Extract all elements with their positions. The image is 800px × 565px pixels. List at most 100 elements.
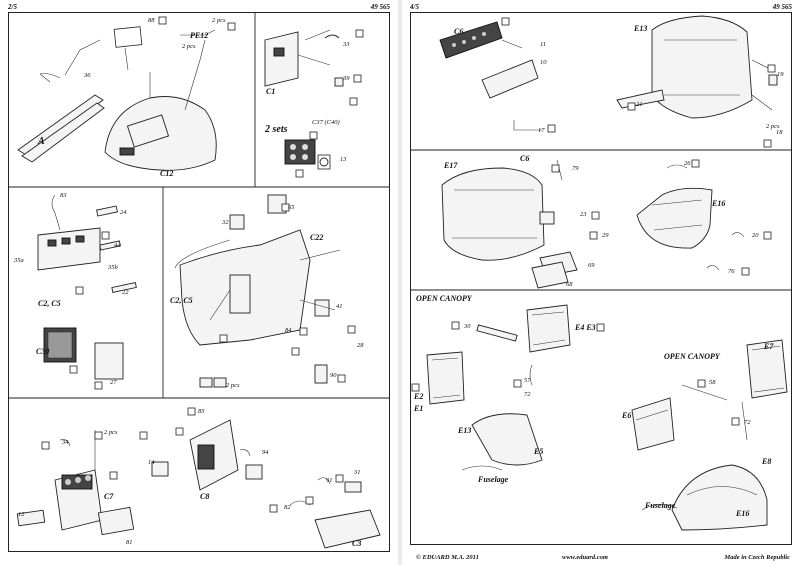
gauge-panel-c37-drawing	[284, 131, 331, 178]
part-c30-label: C30	[36, 347, 50, 356]
part-number-label: 35a	[14, 257, 24, 264]
part-number-label: 12	[18, 511, 25, 518]
part-number-label: 44	[114, 242, 121, 249]
part-number-label: 32	[222, 219, 229, 226]
part-e8-label: E8	[762, 457, 772, 466]
part-number-label: 27	[110, 379, 117, 386]
part-number-label: 90	[330, 372, 337, 379]
part-number-label: 26	[684, 160, 691, 167]
page-gutter	[398, 0, 402, 565]
part-e7-label: E7	[764, 342, 774, 351]
sets-label: 2 sets	[265, 124, 288, 135]
part-number-label: 36	[84, 72, 91, 79]
made-in: Made in Czech Republic	[724, 554, 790, 561]
part-e17-label: E17	[444, 161, 458, 170]
open-canopy-left-drawing	[411, 304, 605, 471]
part-number-label: 28	[357, 342, 364, 349]
part-pe12-label: PE12	[190, 31, 209, 40]
part-number-label: 17	[538, 127, 545, 134]
part-number-label: 18	[776, 129, 783, 136]
open-canopy-right-drawing	[631, 339, 788, 531]
part-c6-label: C6	[454, 27, 464, 36]
part-number-label: 21	[636, 101, 643, 108]
part-number-label: 14	[148, 459, 155, 466]
part-number-label: 83	[60, 192, 67, 199]
part-c22-label: C22	[310, 233, 324, 242]
part-number-label: 34	[62, 439, 69, 446]
canopy-frame-e13-drawing	[616, 15, 778, 148]
part-number-label: 23	[580, 211, 587, 218]
assembly-drawings-right	[410, 15, 792, 531]
part-number-label: 72	[524, 391, 531, 398]
part-e6-label: E6	[622, 411, 632, 420]
part-c6-label: C6	[520, 154, 530, 163]
part-number-label: 91	[326, 477, 333, 484]
part-c3-label: C3	[352, 539, 362, 548]
side-panel-c6-drawing	[439, 17, 556, 133]
page-frame	[410, 12, 792, 545]
part-e13-label: E13	[634, 24, 648, 33]
part-number-label: 72	[744, 419, 751, 426]
part-c37-label: C37 (C40)	[312, 119, 340, 126]
part-number-label: 94	[262, 449, 269, 456]
website: www.eduard.com	[562, 554, 608, 561]
part-e4-e3-label: E4 E3	[575, 323, 596, 332]
nose-c12-drawing	[104, 29, 217, 171]
qty-label: 2 pcs	[226, 382, 240, 389]
qty-label: 2 pcs	[182, 43, 196, 50]
console-c8-drawing	[139, 407, 263, 491]
part-number-label: 20	[752, 232, 759, 239]
part-number-label: 31	[354, 469, 361, 476]
page-frame	[8, 12, 390, 552]
part-number-label: 76	[728, 268, 735, 275]
part-number-label: 69	[588, 262, 595, 269]
qty-label: 2 pcs	[766, 123, 780, 130]
console-c7-drawing	[16, 430, 135, 536]
part-c12-label: C12	[160, 169, 174, 178]
part-e16-label: E16	[712, 199, 726, 208]
part-number-label: 30	[464, 323, 471, 330]
part-number-label: 85	[198, 408, 205, 415]
kit-code: 49 565	[772, 3, 792, 11]
fuselage-label: Fuselage	[645, 501, 676, 510]
part-number-label: 33	[343, 41, 350, 48]
part-number-label: 65	[288, 204, 295, 211]
part-number-label: 39	[343, 75, 350, 82]
kit-code: 49 565	[370, 3, 390, 11]
part-number-label: 81	[126, 539, 133, 546]
part-c2-c5-label: C2, C5	[170, 296, 193, 305]
part-c2-c5-label: C2, C5	[38, 299, 61, 308]
part-c1-label: C1	[266, 87, 276, 96]
part-number-label: 68	[566, 281, 573, 288]
part-number-label: 79	[572, 165, 579, 172]
part-c7-label: C7	[104, 492, 114, 501]
floor-c3-drawing	[269, 474, 381, 549]
part-c8-label: C8	[200, 492, 210, 501]
page-number: 4/5	[410, 3, 419, 11]
part-e2-label: E2	[414, 392, 424, 401]
part-e1-label: E1	[414, 404, 424, 413]
part-number-label: 10	[540, 59, 547, 66]
part-number-label: 58	[709, 379, 716, 386]
gun-assembly-drawing	[17, 26, 143, 163]
page-number: 2/5	[8, 3, 17, 11]
seat-e16-drawing	[636, 159, 772, 276]
assembly-drawings-left	[8, 12, 390, 549]
panel-c1-drawing	[264, 29, 364, 106]
part-a-label: A	[38, 136, 45, 147]
part-number-label: 24	[120, 209, 127, 216]
qty-label: 2 pcs	[212, 17, 226, 24]
part-number-label: 57	[524, 377, 531, 384]
fuselage-side-c22-drawing	[174, 194, 356, 388]
instruction-page-right: 4/5 49 565	[402, 0, 800, 565]
part-number-label: 41	[336, 303, 343, 310]
frame-c2-c5-drawing	[37, 194, 137, 295]
part-number-label: 88	[148, 17, 155, 24]
part-e5-label: E5	[534, 447, 544, 456]
part-e16-label: E16	[736, 509, 750, 518]
part-e13-label: E13	[458, 426, 472, 435]
copyright: © EDUARD M.A. 2011	[416, 554, 479, 561]
part-number-label: 35b	[108, 264, 118, 271]
part-number-label: 82	[284, 504, 291, 511]
canopy-frame-e17-drawing	[441, 159, 600, 289]
